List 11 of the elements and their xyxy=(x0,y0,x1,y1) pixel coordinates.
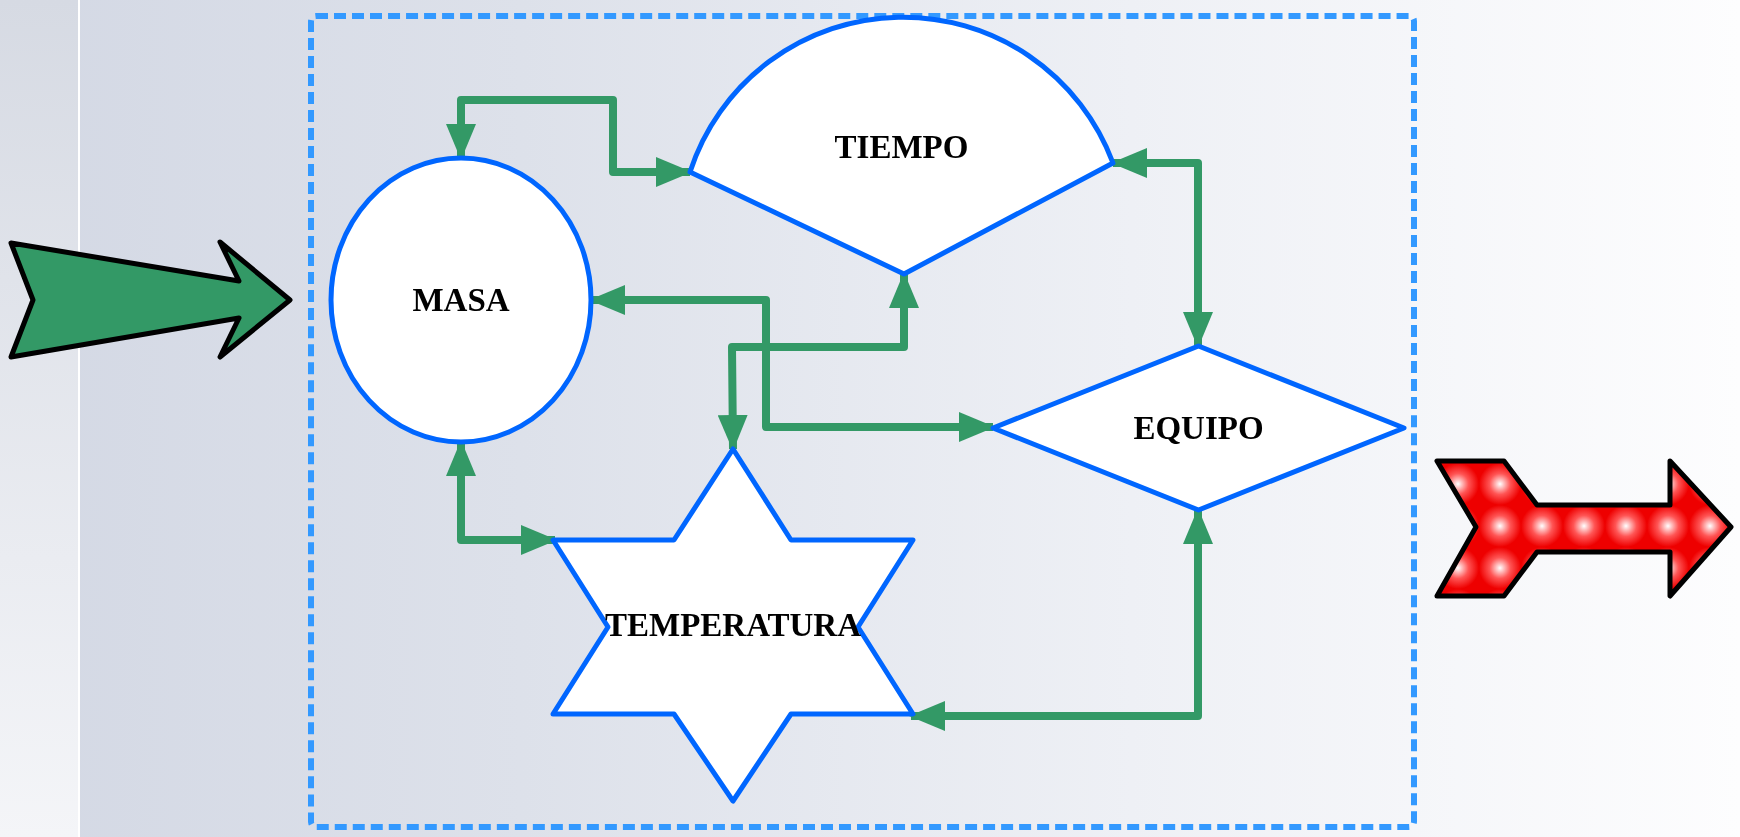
double-arrow xyxy=(1111,148,1213,348)
node-label: EQUIPO xyxy=(1133,411,1264,445)
node-label: MASA xyxy=(412,283,510,317)
double-arrow xyxy=(717,272,919,451)
node-label: TIEMPO xyxy=(834,130,969,163)
block-arrow xyxy=(1434,458,1734,599)
double-arrow xyxy=(446,96,692,187)
double-arrow xyxy=(909,508,1213,731)
dashed-frame xyxy=(308,13,1417,830)
block-arrow xyxy=(8,239,293,360)
node-label: TEMPERATURA xyxy=(604,608,862,642)
